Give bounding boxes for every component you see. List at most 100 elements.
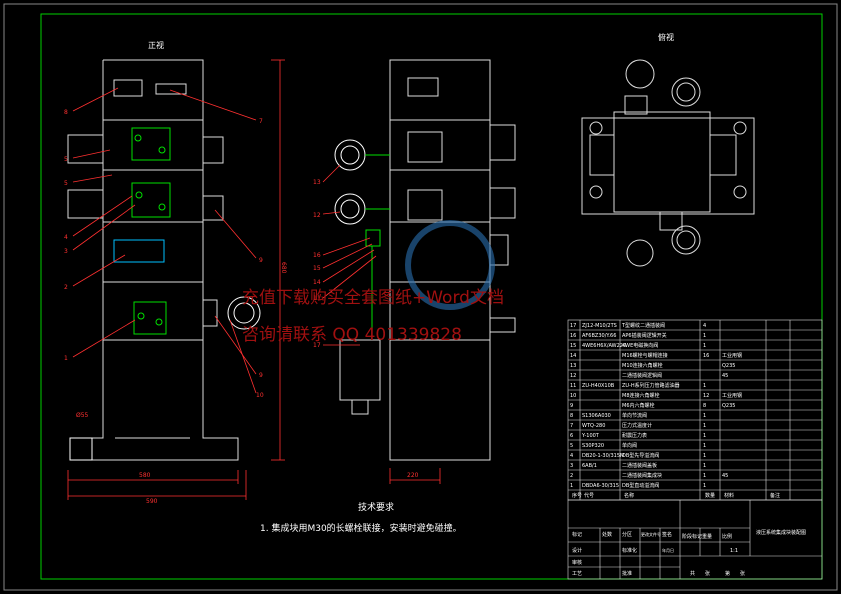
bom-cell: 9 <box>570 403 573 409</box>
bom-cell: 12 <box>703 393 709 399</box>
balloon-9a: 9 <box>259 257 263 264</box>
bom-cell: S1306A030 <box>582 413 611 419</box>
bom-cell: 单向节流阀 <box>622 412 647 419</box>
bom-cell: M16螺栓与螺帽连接 <box>622 352 668 359</box>
bom-header-cell: 代号 <box>584 492 594 499</box>
tb-label-sign: 签名 <box>662 531 672 538</box>
bom-cell: Y-100T <box>581 433 600 439</box>
tb-label-count: 处数 <box>602 531 612 538</box>
balloon-7: 7 <box>259 118 263 125</box>
bom-header-cell: 序号 <box>572 492 582 499</box>
bom-cell: Q235 <box>722 403 735 409</box>
balloon-5b: 5 <box>64 180 68 187</box>
drawing-frame <box>3 3 838 591</box>
balloon-9b: 9 <box>259 372 263 379</box>
bom-cell: 16 <box>570 333 576 339</box>
top-view: 俯视 <box>581 32 755 267</box>
bom-cell: M10连接六角螺栓 <box>622 362 663 369</box>
bom-cell: T型螺纹二通插装阀 <box>621 322 665 329</box>
bom-cell: 3 <box>570 463 573 469</box>
tb-label-review: 审核 <box>572 559 582 566</box>
bom-cell: 45 <box>722 473 728 479</box>
bom-cell: WTQ-280 <box>582 423 605 429</box>
tb-label-mark: 标记 <box>572 531 582 538</box>
dim-55: Ø55 <box>76 412 89 419</box>
balloon-15: 15 <box>313 265 321 272</box>
balloon-13: 13 <box>313 179 321 186</box>
bom-cell: 45 <box>722 373 728 379</box>
balloon-2: 2 <box>64 284 68 291</box>
bom-cell: ZJ12-M10/2TS <box>582 323 617 329</box>
bom-cell: 耐震压力表 <box>622 432 647 439</box>
dim-220: 220 <box>407 472 419 479</box>
bom-cell: AP6插装阀逻辑开关 <box>622 332 667 339</box>
bom-cell: 7 <box>570 423 573 429</box>
bom-cell: 1 <box>703 383 706 389</box>
bom-cell: 二通插装阀逻辑阀 <box>622 372 662 379</box>
tech-requirements: 技术要求 1. 集成块用M30的长螺栓联接，安装时避免碰撞。 <box>260 501 462 534</box>
dim-vert: 680 <box>280 262 287 274</box>
bom-cell: M6内六角螺栓 <box>622 402 655 409</box>
bom-cell: 压力式温度计 <box>622 422 652 429</box>
tb-label-scale: 比例 <box>722 533 732 540</box>
tb-label-stage: 阶段标记 <box>682 533 702 540</box>
balloon-17: 17 <box>313 342 321 349</box>
bom-cell: 二通插装阀集成块 <box>622 472 662 479</box>
bom-cell: 1 <box>703 483 706 489</box>
bom-cell: 1 <box>703 453 706 459</box>
bom-cell: 4 <box>703 323 706 329</box>
watermark-line2: 咨询请联系 QQ 401339828 <box>242 325 462 345</box>
tb-label-date: 年月日 <box>662 547 674 553</box>
bom-header-cell: 名称 <box>624 492 634 499</box>
bom-cell: 1 <box>703 413 706 419</box>
bom-cell: 1 <box>703 423 706 429</box>
bom-cell: 1 <box>703 473 706 479</box>
tb-label-change: 更改文件号 <box>641 531 661 537</box>
drawing-name: 液压系统集成块装配图 <box>756 529 806 536</box>
balloon-12: 12 <box>313 212 321 219</box>
watermark: 充值下载购买全套图纸+Word文档 咨询请联系 QQ 401339828 <box>242 220 504 345</box>
bom-cell: 14 <box>570 353 576 359</box>
bom-cell: 13 <box>570 363 576 369</box>
tb-label-total: 共 <box>690 570 695 577</box>
tb-label-sheet: 张 <box>740 570 745 577</box>
bom-cell: ZU-H系列压力管路滤油器 <box>622 382 680 389</box>
bom-cell: 6AB/1 <box>582 463 597 469</box>
title-block: 液压系统集成块装配图 标记 处数 分区 更改文件号 签名 设计 标准化 审核 工… <box>567 499 823 580</box>
balloon-14: 14 <box>313 279 321 286</box>
balloon-16: 16 <box>313 252 321 259</box>
bom-cell: 二通插装阀盖板 <box>622 462 657 469</box>
bom-cell: 10 <box>570 393 576 399</box>
tb-label-weight: 重量 <box>702 533 712 540</box>
bom-cell: DB型直动溢流阀 <box>622 482 659 489</box>
bom-header-cell: 材料 <box>724 492 734 499</box>
tb-label-design: 设计 <box>572 547 582 554</box>
bom-cell: 1 <box>703 433 706 439</box>
front-view: 正视 <box>64 40 287 505</box>
bom-cell: 12 <box>570 373 576 379</box>
bom-cell: 1 <box>703 463 706 469</box>
bom-cell: 4 <box>570 453 573 459</box>
bom-header-cell: 数量 <box>705 492 715 499</box>
tb-label-sheets: 张 <box>705 570 710 577</box>
bom-cell: 1 <box>703 443 706 449</box>
tech-title: 技术要求 <box>358 501 394 513</box>
bom-cell: 1 <box>570 483 573 489</box>
tb-label-zone: 分区 <box>622 531 632 538</box>
balloon-1: 1 <box>64 355 68 362</box>
bom-cell: 4WE电磁换向阀 <box>622 342 658 349</box>
top-view-label: 俯视 <box>658 32 674 42</box>
bom-cell: 11 <box>570 383 576 389</box>
tech-line1: 1. 集成块用M30的长螺栓联接，安装时避免碰撞。 <box>260 522 462 534</box>
balloon-8: 8 <box>64 109 68 116</box>
balloon-4: 4 <box>64 234 68 241</box>
bom-cell: 17 <box>570 323 576 329</box>
bom-cell: AF6BZ30/Y.66 <box>582 333 616 339</box>
bom-cell: S30P320 <box>582 443 604 449</box>
tb-scale: 1:1 <box>730 548 738 554</box>
dim-580: 580 <box>139 472 151 479</box>
bom-cell: DB型先导溢流阀 <box>622 452 659 459</box>
bom-cell: 5 <box>570 443 573 449</box>
